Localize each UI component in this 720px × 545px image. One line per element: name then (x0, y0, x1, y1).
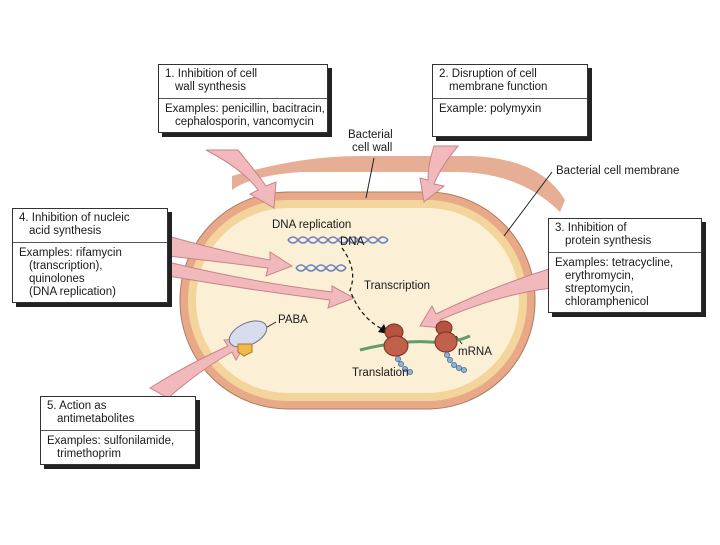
mechanism-title: 1. Inhibition of cell wall synthesis (159, 65, 327, 99)
transcription-label: Transcription (364, 280, 431, 292)
arrow-transcription (167, 261, 356, 309)
arrow-membrane (419, 145, 460, 203)
dna-strand-c (295, 264, 347, 272)
paba-enzyme (228, 320, 268, 357)
translation-label: Translation (352, 367, 409, 379)
mrna-strand (359, 334, 471, 352)
dna-label: DNA (340, 236, 365, 248)
ribosome-1 (383, 323, 409, 357)
peptide-chains (394, 351, 467, 375)
transcription-path (341, 247, 385, 331)
arrow-cell-wall (205, 149, 277, 209)
mechanism-box-membrane: 2. Disruption of cell membrane function … (432, 64, 588, 137)
mechanism-examples: Examples: rifamycin (transcription), qui… (19, 247, 122, 298)
mechanism-title: 4. Inhibition of nucleic acid synthesis (13, 209, 167, 243)
arrow-dna-replication (167, 235, 294, 277)
mechanism-examples: Examples: sulfonilamide, trimethoprim (47, 435, 175, 460)
cell-membrane-leader (503, 171, 553, 237)
mechanism-box-antimetabolites: 5. Action as antimetabolites Examples: s… (40, 396, 196, 465)
mrna-label: mRNA (458, 346, 492, 358)
mechanism-box-protein-synthesis: 3. Inhibition of protein synthesis Examp… (548, 218, 702, 313)
dna-helix (287, 236, 389, 272)
mechanism-examples: Examples: tetracycline, erythromycin, st… (555, 257, 674, 308)
translation-complex (359, 320, 471, 375)
mechanism-box-cell-wall: 1. Inhibition of cell wall synthesis Exa… (158, 64, 328, 133)
cell-wall-label: Bacterial cell wall (348, 129, 393, 154)
arrow-protein-synthesis (419, 267, 553, 329)
dna-replication-label: DNA replication (272, 219, 352, 231)
dna-strand-b (287, 236, 389, 244)
mechanism-title: 2. Disruption of cell membrane function (433, 65, 587, 99)
paba-label: PABA (278, 314, 308, 326)
mechanism-box-nucleic-acid: 4. Inhibition of nucleic acid synthesis … (12, 208, 168, 303)
ribosome-2 (434, 320, 458, 353)
dna-strand-d (295, 264, 347, 272)
cell-wall-leader (365, 157, 375, 199)
mechanism-title: 3. Inhibition of protein synthesis (549, 219, 701, 253)
inhibition-arrows (149, 145, 553, 399)
mechanism-examples: Example: polymyxin (439, 103, 542, 115)
cell-membrane-label: Bacterial cell membrane (556, 165, 680, 177)
mechanism-examples: Examples: penicillin, bacitracin, cephal… (165, 103, 325, 128)
cell-wall-top-edge (232, 156, 565, 212)
mechanism-title: 5. Action as antimetabolites (41, 397, 195, 431)
